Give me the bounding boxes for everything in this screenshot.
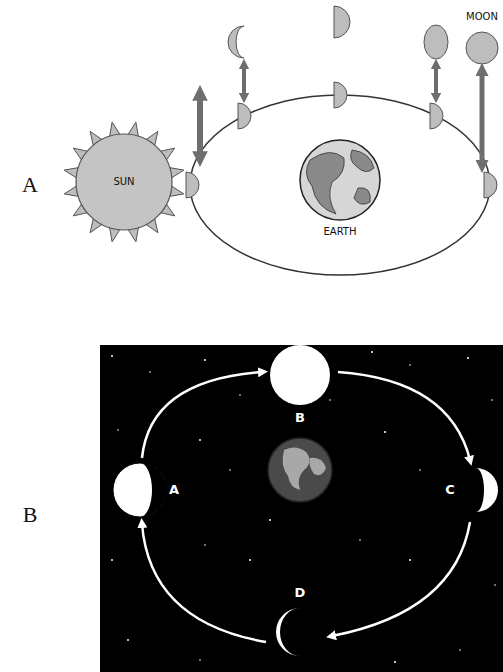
new-moon xyxy=(276,608,300,656)
orbit-arrow xyxy=(338,372,470,460)
space-panel xyxy=(100,345,503,672)
double-arrow xyxy=(434,66,438,96)
crescent-moon xyxy=(228,26,244,58)
double-arrow xyxy=(480,72,485,164)
globe-ocean xyxy=(300,140,380,220)
continent xyxy=(306,152,344,214)
sun-circle: SUN xyxy=(62,120,186,244)
moon-symbol xyxy=(334,82,347,108)
phase-letter: B xyxy=(293,411,307,425)
crescent-moon xyxy=(476,468,498,512)
continent xyxy=(354,188,370,204)
gibbous-moon xyxy=(113,463,167,517)
half-moon xyxy=(334,6,350,38)
phase-letter: C xyxy=(443,483,457,497)
phase-letter: D xyxy=(293,586,308,600)
orbit-arrow xyxy=(142,524,266,642)
gibbous-moon xyxy=(424,25,448,59)
moon-label: MOON xyxy=(464,11,500,22)
node-label: SUN xyxy=(113,176,134,188)
earth-globe xyxy=(268,438,332,502)
orbit-arrow xyxy=(332,522,470,636)
full-moon xyxy=(270,345,330,405)
node-label: EARTH xyxy=(323,226,356,238)
moon-symbol xyxy=(238,103,251,129)
panel-letter: A xyxy=(20,173,40,197)
orbit-ellipse xyxy=(190,95,490,275)
orbit-arrow xyxy=(142,372,262,458)
earth-globe: EARTH xyxy=(290,138,390,250)
double-arrow xyxy=(197,96,203,156)
moon-appearances xyxy=(228,6,498,64)
panel-letter: B xyxy=(21,503,40,527)
moon-symbol xyxy=(430,103,443,129)
full-moon xyxy=(466,32,498,64)
sun-disc xyxy=(76,134,172,230)
moon-symbol xyxy=(186,172,199,198)
phase-letter: A xyxy=(167,483,181,497)
orbit-arrows xyxy=(142,372,470,642)
continent xyxy=(351,150,374,172)
double-arrow xyxy=(242,66,246,96)
moon-symbol xyxy=(484,172,497,198)
